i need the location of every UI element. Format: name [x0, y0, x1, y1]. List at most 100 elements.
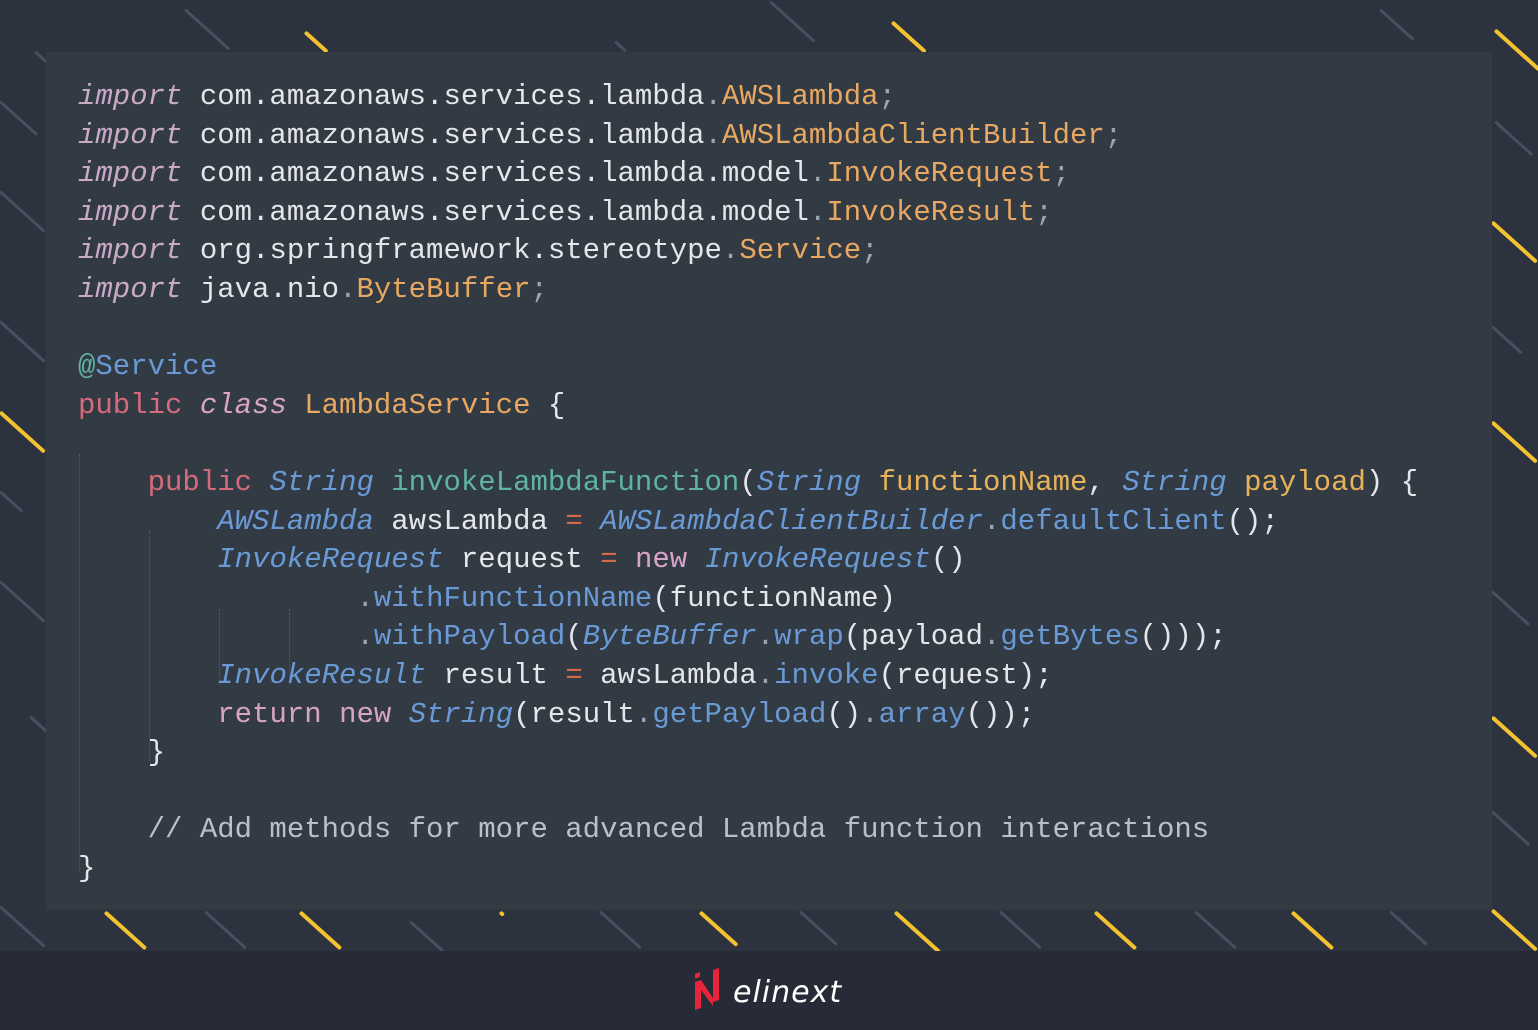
- decorative-stripe: [1493, 120, 1534, 157]
- code-token: ;: [878, 80, 896, 113]
- code-token: String: [408, 697, 514, 731]
- code-token: .: [756, 658, 775, 692]
- decorative-stripe: [698, 910, 739, 947]
- code-token: ()));: [1139, 620, 1227, 654]
- indent-guide: [149, 531, 150, 761]
- decorative-stripe: [1290, 910, 1335, 951]
- code-token: InvokeRequest: [704, 543, 931, 577]
- code-token: .: [756, 620, 775, 654]
- decorative-stripe: [298, 910, 343, 951]
- code-line: import com.amazonaws.services.lambda.mod…: [78, 194, 1418, 233]
- decorative-stripe: [1493, 28, 1538, 72]
- code-token: =: [565, 504, 583, 538]
- code-token: .: [808, 157, 827, 191]
- code-token: public: [147, 465, 253, 499]
- code-line: // Add methods for more advanced Lambda …: [78, 811, 1418, 850]
- code-token: [287, 389, 304, 422]
- brand-name: elinext: [733, 974, 843, 1010]
- code-token: // Add methods for more advanced Lambda …: [78, 813, 1210, 847]
- decorative-stripe: [1490, 220, 1538, 264]
- code-line: public String invokeLambdaFunction(Strin…: [78, 464, 1418, 503]
- code-token: =: [565, 658, 583, 692]
- elinext-mark-icon: [695, 968, 719, 1010]
- code-token: AWSLambdaClientBuilder: [721, 118, 1105, 152]
- code-token: defaultClient: [1000, 504, 1227, 538]
- code-token: [322, 698, 339, 731]
- code-token: .: [356, 581, 374, 615]
- code-block: import com.amazonaws.services.lambda.AWS…: [78, 78, 1418, 888]
- code-token: .: [983, 504, 1001, 538]
- code-token: .: [356, 620, 374, 654]
- code-token: ;: [861, 234, 879, 268]
- code-panel: import com.amazonaws.services.lambda.AWS…: [46, 52, 1492, 910]
- code-token: @: [78, 350, 96, 384]
- decorative-stripe: [303, 30, 329, 54]
- code-token: request: [443, 543, 601, 577]
- code-token: [583, 505, 600, 538]
- code-token: LambdaService: [304, 388, 531, 422]
- code-token: [1227, 466, 1244, 499]
- code-token: ;: [1052, 157, 1070, 191]
- code-token: AWSLambda: [217, 504, 374, 538]
- code-token: .: [808, 195, 827, 229]
- code-token: ) {: [1365, 465, 1419, 499]
- code-line: import com.amazonaws.services.lambda.mod…: [78, 155, 1418, 194]
- code-token: ;: [1104, 118, 1123, 152]
- code-token: invoke: [774, 658, 879, 692]
- code-line: }: [78, 850, 1418, 889]
- code-token: String: [1122, 465, 1227, 499]
- code-token: [687, 543, 704, 576]
- decorative-stripe: [1490, 810, 1531, 847]
- code-token: [78, 659, 217, 692]
- decorative-stripe: [0, 580, 46, 623]
- code-token: InvokeResult: [217, 658, 427, 692]
- code-token: functionName: [878, 465, 1088, 499]
- decorative-stripe: [890, 20, 927, 54]
- code-token: InvokeRequest: [217, 543, 444, 577]
- decorative-stripe: [1378, 8, 1415, 41]
- code-token: .: [704, 80, 722, 113]
- decorative-stripe: [203, 910, 247, 950]
- code-token: InvokeResult: [826, 195, 1036, 229]
- decorative-stripe: [893, 910, 941, 951]
- code-line: AWSLambda awsLambda = AWSLambdaClientBui…: [78, 503, 1418, 542]
- code-line: [78, 425, 1418, 464]
- code-token: (: [565, 620, 583, 654]
- decorative-stripe: [1490, 715, 1538, 759]
- decorative-stripe: [1490, 908, 1538, 951]
- code-token: java.nio: [182, 272, 340, 306]
- code-token: result: [426, 658, 566, 692]
- code-line: .withFunctionName(functionName): [78, 580, 1418, 619]
- decorative-stripe: [183, 8, 231, 51]
- code-token: import: [78, 272, 183, 306]
- decorative-stripe: [1093, 910, 1138, 951]
- code-token: String: [756, 465, 862, 499]
- code-token: AWSLambdaClientBuilder: [600, 504, 983, 538]
- code-token: new: [634, 543, 688, 577]
- decorative-stripe: [0, 320, 46, 363]
- decorative-stripe: [408, 920, 445, 951]
- code-token: .: [721, 234, 740, 268]
- decorative-stripe: [0, 100, 39, 137]
- code-token: .: [704, 118, 722, 152]
- code-token: (: [739, 465, 757, 499]
- code-token: }: [78, 851, 96, 885]
- indent-guide: [79, 454, 80, 872]
- code-token: (result: [513, 697, 635, 731]
- code-line: InvokeRequest request = new InvokeReques…: [78, 541, 1418, 580]
- code-line: import com.amazonaws.services.lambda.AWS…: [78, 78, 1418, 117]
- decorative-stripe: [598, 910, 642, 950]
- code-token: [182, 389, 199, 422]
- code-token: withPayload: [373, 620, 566, 654]
- code-token: [78, 505, 217, 538]
- brand-logo: elinext: [693, 968, 842, 1016]
- decorative-stripe: [103, 910, 148, 951]
- decorative-stripe: [1388, 910, 1429, 947]
- code-token: {: [530, 388, 566, 422]
- code-token: (): [826, 697, 862, 731]
- code-token: org.springframework.stereotype: [182, 234, 722, 268]
- code-token: .: [339, 272, 357, 306]
- code-token: new: [339, 697, 392, 731]
- code-token: com.amazonaws.services.lambda.model: [182, 195, 809, 229]
- code-token: AWSLambda: [721, 80, 879, 113]
